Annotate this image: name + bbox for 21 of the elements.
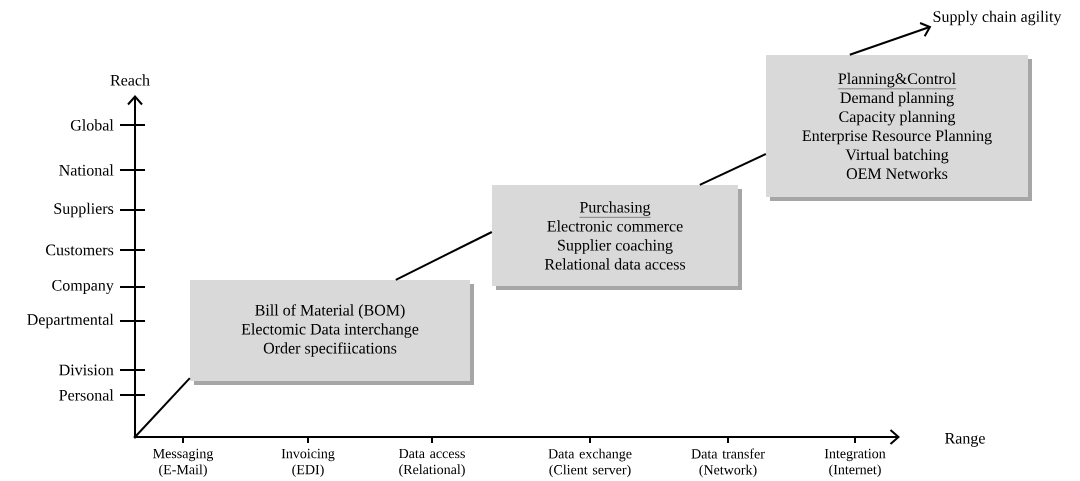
axis-title: Range xyxy=(945,433,985,447)
tick-label: Suppliers xyxy=(54,202,114,218)
tick-label: Company xyxy=(52,279,114,294)
tick-label: Customers xyxy=(46,244,114,256)
tick-label: Division xyxy=(59,364,114,376)
text-box: Purchasing Electronic commerce Supplier coaching Relational data access xyxy=(492,185,742,290)
tick-label: Data exchange (Client server) xyxy=(548,448,632,478)
axis-title: Supply chain agility xyxy=(933,10,1062,26)
tick-label: Messaging (E-Mail) xyxy=(153,448,214,478)
arrow xyxy=(848,22,932,56)
text-box: Bill of Material (BOM) Electomic Data interchange Order specifiications xyxy=(190,280,474,385)
tick-label: Global xyxy=(70,119,114,131)
tick-label: Departmental xyxy=(27,313,114,329)
tick-label: National xyxy=(59,164,114,176)
tick-label: Data transfer (Network) xyxy=(691,448,765,478)
tick-label: Invoicing (EDI) xyxy=(281,448,335,478)
tick-label: Data access (Relational) xyxy=(399,448,465,478)
text-box: Planning&Control Demand planning Capacity planning Enterprise Resource Planning Virtual batching OEM Networks xyxy=(766,55,1032,201)
axis-title: Reach xyxy=(110,74,150,86)
tick-label: Personal xyxy=(59,389,114,401)
tick-label: Integration (Internet) xyxy=(824,448,886,478)
